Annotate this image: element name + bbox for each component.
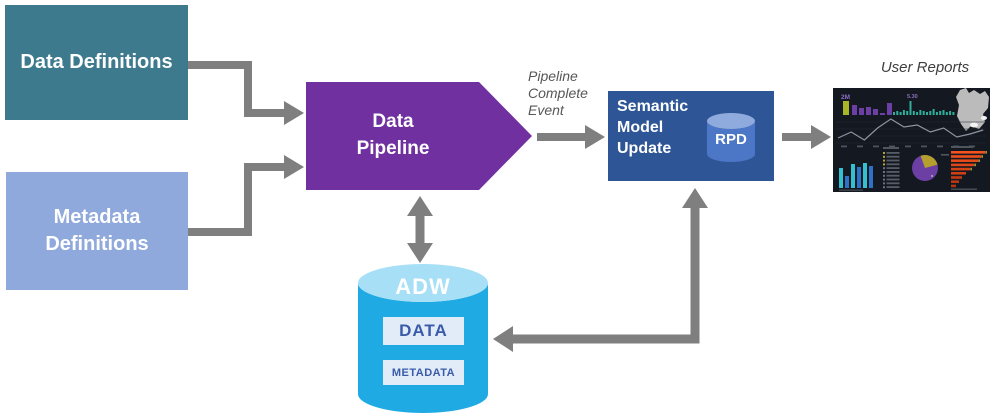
semantic-label-line3: Update	[617, 140, 672, 157]
node-semantic-model-update-label: Semantic Model Update	[617, 96, 717, 159]
semantic-label-line2: Model	[617, 119, 664, 136]
adw-data-chip-label: DATA	[399, 321, 448, 340]
rpd-label: RPD	[715, 130, 747, 148]
arrow-semantic-model-to-user-reports	[782, 125, 831, 149]
node-data-definitions: Data Definitions	[5, 5, 188, 120]
arrowhead-right-icon	[811, 125, 831, 149]
svg-text:5.30: 5.30	[907, 94, 918, 100]
arrow-pipeline-to-semantic-model	[537, 125, 605, 149]
arrow-metadata-definitions-to-pipeline	[188, 155, 304, 236]
adw-label: ADW	[395, 274, 451, 299]
svg-text:2M: 2M	[841, 94, 850, 101]
pce-line2: Complete	[528, 85, 588, 101]
data-pipeline-label-line1: Data	[372, 111, 414, 133]
pce-line1: Pipeline	[528, 68, 578, 84]
node-metadata-definitions: Metadata Definitions	[6, 172, 188, 290]
arrow-pipeline-adw-bidirectional	[407, 196, 433, 263]
arrowhead-right-icon	[284, 155, 304, 179]
adw-data-chip: DATA	[383, 317, 464, 345]
rpd-cylinder-icon	[707, 113, 755, 162]
data-pipeline-shape	[306, 82, 532, 190]
data-definitions-label: Data Definitions	[20, 51, 173, 73]
pipeline-complete-event-annotation: Pipeline Complete Event	[528, 68, 618, 119]
user-reports-label: User Reports	[880, 59, 970, 76]
arrow-data-definitions-to-pipeline	[188, 61, 304, 125]
arrowhead-right-icon	[284, 101, 304, 125]
pce-line3: Event	[528, 102, 564, 118]
arrow-adw-semantic-model-elbow	[493, 188, 708, 352]
adw-metadata-chip: METADATA	[383, 360, 464, 385]
semantic-label-line1: Semantic	[617, 98, 689, 115]
user-reports-dashboard-thumbnail: 2M 5.30	[833, 88, 990, 192]
data-pipeline-label-line2: Pipeline	[356, 138, 430, 159]
metadata-definitions-label-line1: Metadata	[53, 206, 141, 228]
node-data-pipeline-label: Data Pipeline	[306, 82, 480, 190]
arrowhead-down-icon	[407, 243, 433, 263]
metadata-definitions-label-line2: Definitions	[45, 233, 149, 255]
arrowhead-up-icon	[682, 188, 708, 208]
adw-metadata-chip-label: METADATA	[391, 366, 456, 379]
arrowhead-right-icon	[585, 125, 605, 149]
arrowhead-left-icon	[493, 326, 513, 352]
arrowhead-up-icon	[407, 196, 433, 216]
dashboard-thumbnail-svg: 2M 5.30	[833, 88, 990, 192]
